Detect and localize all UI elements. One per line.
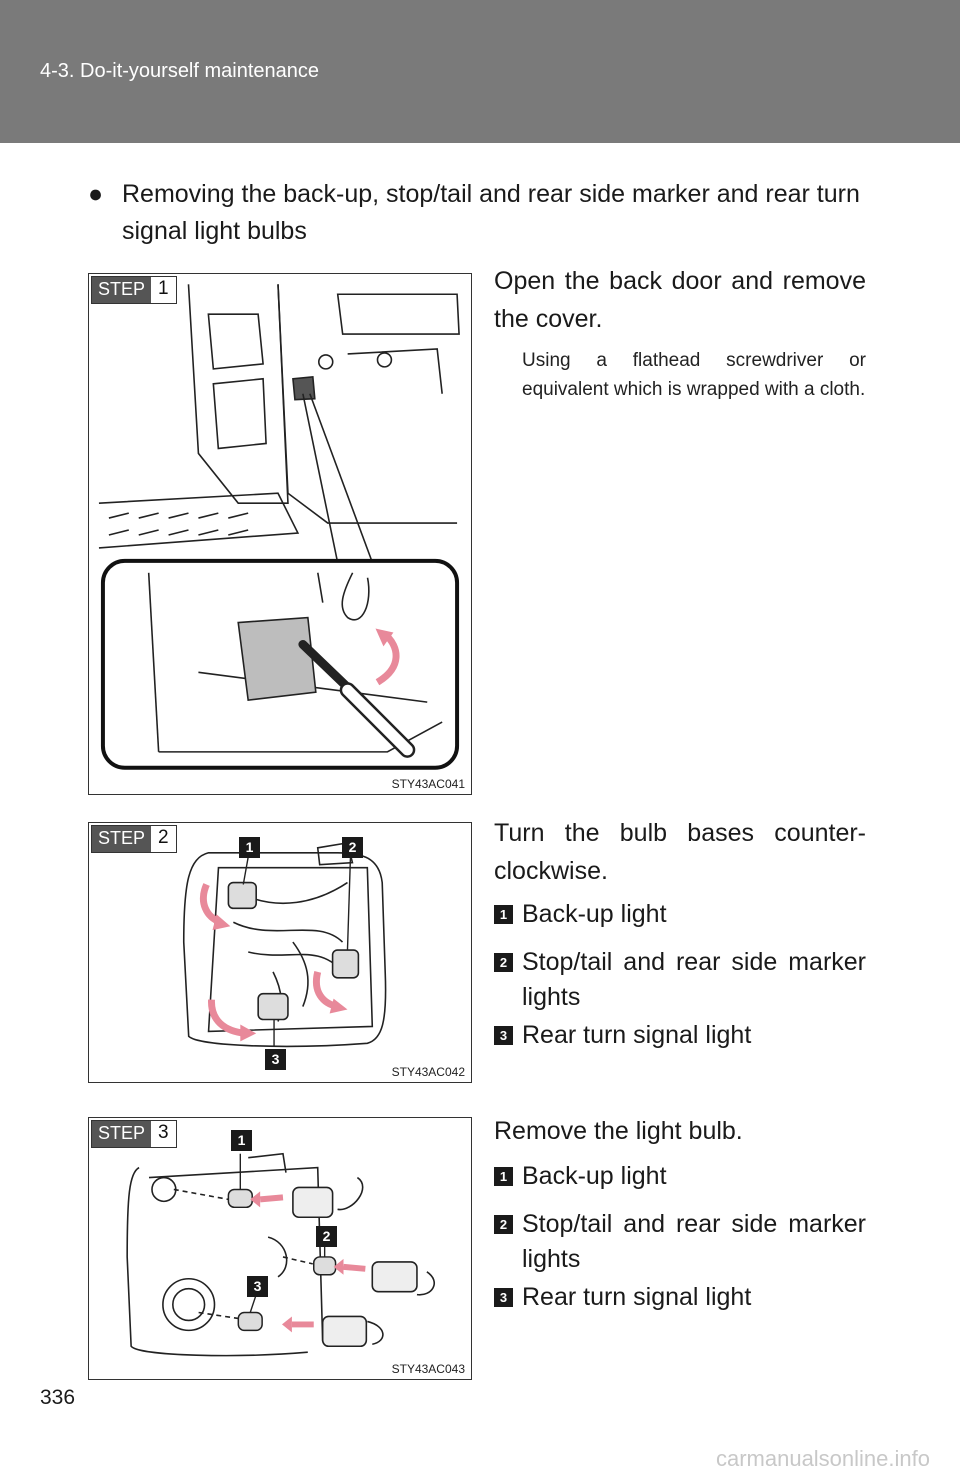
intro-text: Removing the back-up, stop/tail and rear… — [122, 180, 860, 245]
step-3-item-1: 1 Back-up light — [494, 1159, 866, 1194]
step-1-note: Using a flathead screwdriver or equivale… — [522, 350, 866, 400]
callout-3: 3 — [247, 1276, 268, 1297]
figure-code: STY43AC041 — [391, 777, 465, 791]
section-breadcrumb: 4-3. Do-it-yourself maintenance — [40, 60, 320, 82]
step-number: 1 — [151, 277, 176, 303]
bulb-sockets-illustration — [182, 841, 387, 1048]
page-header: 4-3. Do-it-yourself maintenance — [0, 0, 960, 143]
item-text: Rear turn signal light — [522, 1021, 752, 1049]
step-2-item-2: 2 Stop/tail and rear side marker lights — [494, 945, 866, 1015]
number-badge: 3 — [494, 1026, 513, 1045]
intro-bullet: ● Removing the back-up, stop/tail and re… — [88, 176, 878, 250]
step-number: 3 — [151, 1121, 176, 1147]
item-text: Stop/tail and rear side marker lights — [522, 1210, 866, 1273]
step-label: STEP — [92, 826, 152, 852]
step-3-item-3: 3 Rear turn signal light — [494, 1280, 866, 1315]
bullet-icon: ● — [88, 180, 104, 208]
item-text: Stop/tail and rear side marker lights — [522, 948, 866, 1011]
step-1-figure: STEP 1 STY4 — [88, 273, 472, 795]
step-2-instruction: Turn the bulb bases counter-clockwise. — [494, 819, 866, 885]
number-badge: 2 — [494, 953, 513, 972]
step-2-figure: STEP 2 1 2 3 STY43AC042 — [88, 822, 472, 1083]
number-badge: 3 — [494, 1288, 513, 1307]
step-label: STEP — [92, 1121, 152, 1147]
step-2-badge: STEP 2 — [91, 825, 177, 853]
step-label: STEP — [92, 277, 152, 303]
step-2-item-1: 1 Back-up light — [494, 897, 866, 932]
step-1-badge: STEP 1 — [91, 276, 177, 304]
step-3-instruction: Remove the light bulb. — [494, 1117, 743, 1145]
callout-1: 1 — [231, 1130, 252, 1151]
callout-3: 3 — [265, 1049, 286, 1070]
callout-2: 2 — [342, 837, 363, 858]
cargo-area-illustration — [98, 284, 460, 770]
bulb-removal-illustration — [126, 1152, 435, 1357]
callout-2: 2 — [316, 1226, 337, 1247]
item-text: Back-up light — [522, 900, 667, 928]
item-text: Rear turn signal light — [522, 1283, 752, 1311]
step-3-figure: STEP 3 — [88, 1117, 472, 1380]
watermark: carmanualsonline.info — [715, 1446, 930, 1471]
step-number: 2 — [151, 826, 176, 852]
number-badge: 1 — [494, 905, 513, 924]
page-number: 336 — [40, 1386, 76, 1409]
step-3-badge: STEP 3 — [91, 1120, 177, 1148]
step-2-item-3: 3 Rear turn signal light — [494, 1018, 866, 1053]
number-badge: 2 — [494, 1215, 513, 1234]
step-1-instruction: Open the back door and remove the cover. — [494, 267, 866, 333]
figure-code: STY43AC043 — [391, 1362, 465, 1376]
callout-1: 1 — [239, 837, 260, 858]
figure-code: STY43AC042 — [391, 1065, 465, 1079]
step-3-item-2: 2 Stop/tail and rear side marker lights — [494, 1207, 866, 1277]
item-text: Back-up light — [522, 1162, 667, 1190]
number-badge: 1 — [494, 1167, 513, 1186]
